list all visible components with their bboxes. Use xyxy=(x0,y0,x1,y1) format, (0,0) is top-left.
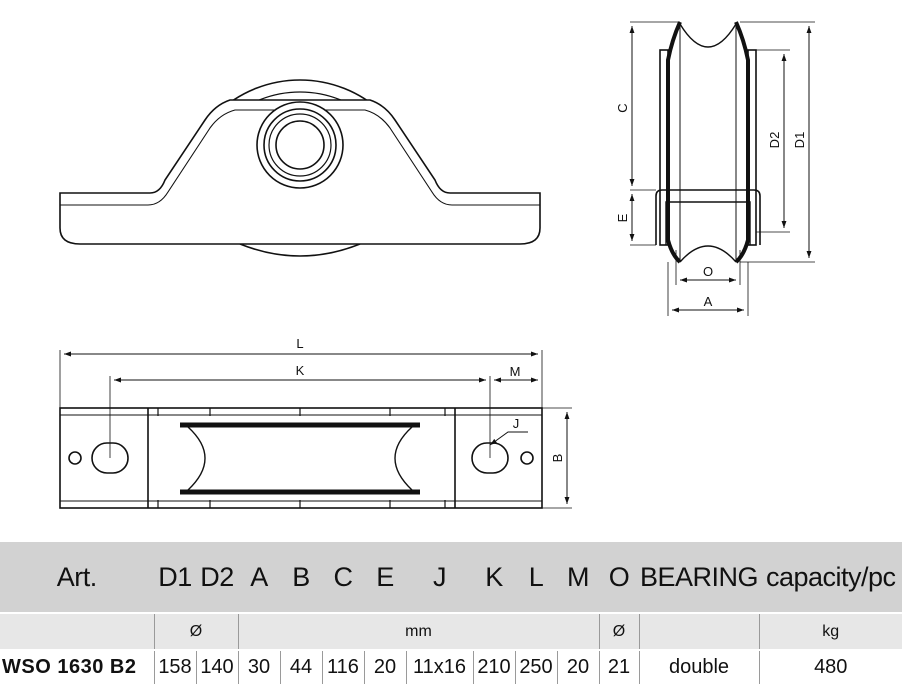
header-e: E xyxy=(363,542,406,613)
dim-label-K: K xyxy=(296,363,305,378)
header-a: A xyxy=(237,542,280,613)
table-row: WSO 1630 B2 158 140 30 44 116 20 11x16 2… xyxy=(0,649,902,684)
cell-bearing: double xyxy=(638,649,759,684)
header-capacity: capacity/pc xyxy=(758,542,902,613)
front-view xyxy=(59,79,541,257)
technical-drawing: C E D2 D1 O A xyxy=(59,21,815,509)
table-header-row: Art. D1 D2 A B C E J K L M O BEARING cap… xyxy=(0,542,902,613)
header-j: J xyxy=(405,542,473,613)
cell-b: 44 xyxy=(279,649,322,684)
header-bearing: BEARING xyxy=(638,542,759,613)
dim-label-A: A xyxy=(704,294,713,309)
side-view-dimensions xyxy=(629,21,815,316)
cell-capacity: 480 xyxy=(758,649,902,684)
cell-art: WSO 1630 B2 xyxy=(0,649,154,684)
dim-label-M: M xyxy=(510,364,521,379)
cell-l: 250 xyxy=(514,649,557,684)
dim-label-J: J xyxy=(513,416,520,431)
units-art xyxy=(0,612,154,650)
table-units-row: Ø mm Ø kg xyxy=(0,612,902,650)
units-o-diameter: Ø xyxy=(598,612,639,650)
cell-j: 11x16 xyxy=(405,649,473,684)
dim-label-L: L xyxy=(296,336,303,351)
cell-a: 30 xyxy=(237,649,280,684)
cell-k: 210 xyxy=(472,649,515,684)
header-o: O xyxy=(598,542,639,613)
dim-label-O: O xyxy=(703,264,713,279)
units-mm: mm xyxy=(237,612,599,650)
top-view xyxy=(59,407,543,509)
header-d1: D1 xyxy=(153,542,196,613)
cell-e: 20 xyxy=(363,649,406,684)
header-k: K xyxy=(472,542,515,613)
header-m: M xyxy=(556,542,599,613)
dim-label-D2: D2 xyxy=(767,132,782,149)
side-view xyxy=(655,21,761,264)
cell-d1: 158 xyxy=(153,649,196,684)
header-l: L xyxy=(514,542,557,613)
header-d2: D2 xyxy=(195,542,238,613)
header-art: Art. xyxy=(0,542,154,613)
header-c: C xyxy=(321,542,364,613)
top-view-dimensions xyxy=(59,350,572,509)
dim-label-B: B xyxy=(550,454,565,463)
header-b: B xyxy=(279,542,322,613)
dim-label-D1: D1 xyxy=(792,132,807,149)
cell-c: 116 xyxy=(321,649,364,684)
cell-m: 20 xyxy=(556,649,599,684)
dim-label-E: E xyxy=(615,213,630,222)
dim-label-C: C xyxy=(615,103,630,112)
cell-d2: 140 xyxy=(195,649,238,684)
units-capacity: kg xyxy=(758,612,902,650)
units-diameter: Ø xyxy=(153,612,238,650)
cell-o: 21 xyxy=(598,649,639,684)
units-bearing xyxy=(638,612,759,650)
spec-table: Art. D1 D2 A B C E J K L M O BEARING cap… xyxy=(0,542,902,684)
